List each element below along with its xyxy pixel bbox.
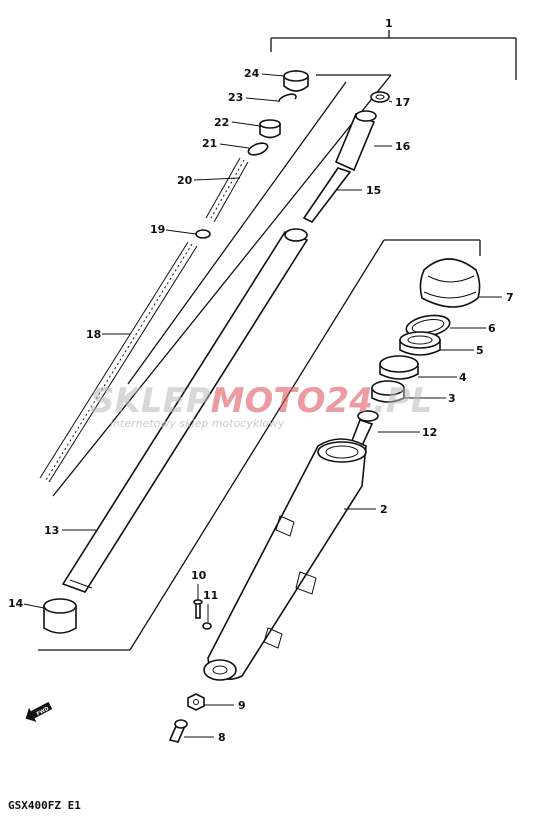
callout-15: 15: [366, 184, 381, 197]
part-2-outer-tube: [203, 438, 367, 681]
watermark-brand-1: SKLEP: [90, 381, 211, 421]
part-20-short-spring: [205, 157, 249, 223]
part-16-damper-rod-head: [334, 110, 377, 172]
callout-20: 20: [177, 174, 193, 187]
callout-3: 3: [448, 392, 456, 405]
watermark-brand-3: .PL: [373, 381, 433, 421]
callout-23: 23: [228, 91, 243, 104]
svg-text:SKLEPMOTO24.PL: SKLEPMOTO24.PL: [90, 381, 432, 421]
callout-4: 4: [459, 371, 467, 384]
part-14-bushing: [43, 598, 77, 634]
part-24-cap: [283, 70, 309, 92]
front-arrow-label: FWD: [36, 706, 50, 717]
callout-9: 9: [238, 699, 246, 712]
callout-19: 19: [150, 223, 165, 236]
assembly-bracket: [270, 30, 517, 80]
part-5-oil-seal: [399, 331, 441, 356]
part-15-damper-rod: [302, 167, 352, 224]
callout-5: 5: [476, 344, 484, 357]
callout-labels: 1 2 3 4 5 6 7 8 9 10 11 12 13 14 15 16 1…: [8, 17, 514, 744]
callout-1: 1: [385, 17, 393, 30]
part-19-washer: [195, 229, 211, 239]
callout-8: 8: [218, 731, 226, 744]
watermark-brand-2: MOTO24: [211, 381, 373, 421]
model-code: GSX400FZ E1: [8, 799, 81, 812]
callout-2: 2: [380, 503, 388, 516]
part-7-dust-boot: [419, 258, 481, 308]
front-direction-arrow: FWD: [25, 701, 53, 722]
watermark: SKLEPMOTO24.PL internetowy sklep motocyk…: [90, 381, 432, 430]
part-3-guide-bushing: [371, 380, 405, 403]
part-22-spacer: [259, 119, 281, 139]
callout-21: 21: [202, 137, 217, 150]
part-9-nut: [187, 693, 205, 711]
callout-13: 13: [44, 524, 59, 537]
callout-24: 24: [244, 67, 260, 80]
callout-11: 11: [203, 589, 218, 602]
part-10-drain-bolt: [193, 599, 203, 619]
part-21-oring: [247, 142, 269, 156]
part-23-circlip: [278, 93, 297, 103]
part-11-gasket: [202, 622, 212, 630]
callout-17: 17: [395, 96, 410, 109]
group-outline-lines: [38, 74, 481, 651]
leader-lines: [23, 73, 502, 738]
callout-18: 18: [86, 328, 101, 341]
callout-14: 14: [8, 597, 24, 610]
part-8-axle-bolt: [168, 719, 188, 743]
part-18-fork-spring: [39, 241, 198, 483]
callout-10: 10: [191, 569, 207, 582]
callout-16: 16: [395, 140, 411, 153]
callout-12: 12: [422, 426, 437, 439]
part-13-inner-tube: [61, 228, 309, 593]
part-4-retainer: [379, 355, 419, 380]
watermark-tagline: internetowy sklep motocyklowy: [110, 417, 285, 430]
callout-22: 22: [214, 116, 229, 129]
part-17-washer: [370, 91, 390, 103]
callout-6: 6: [488, 322, 496, 335]
callout-7: 7: [506, 291, 514, 304]
